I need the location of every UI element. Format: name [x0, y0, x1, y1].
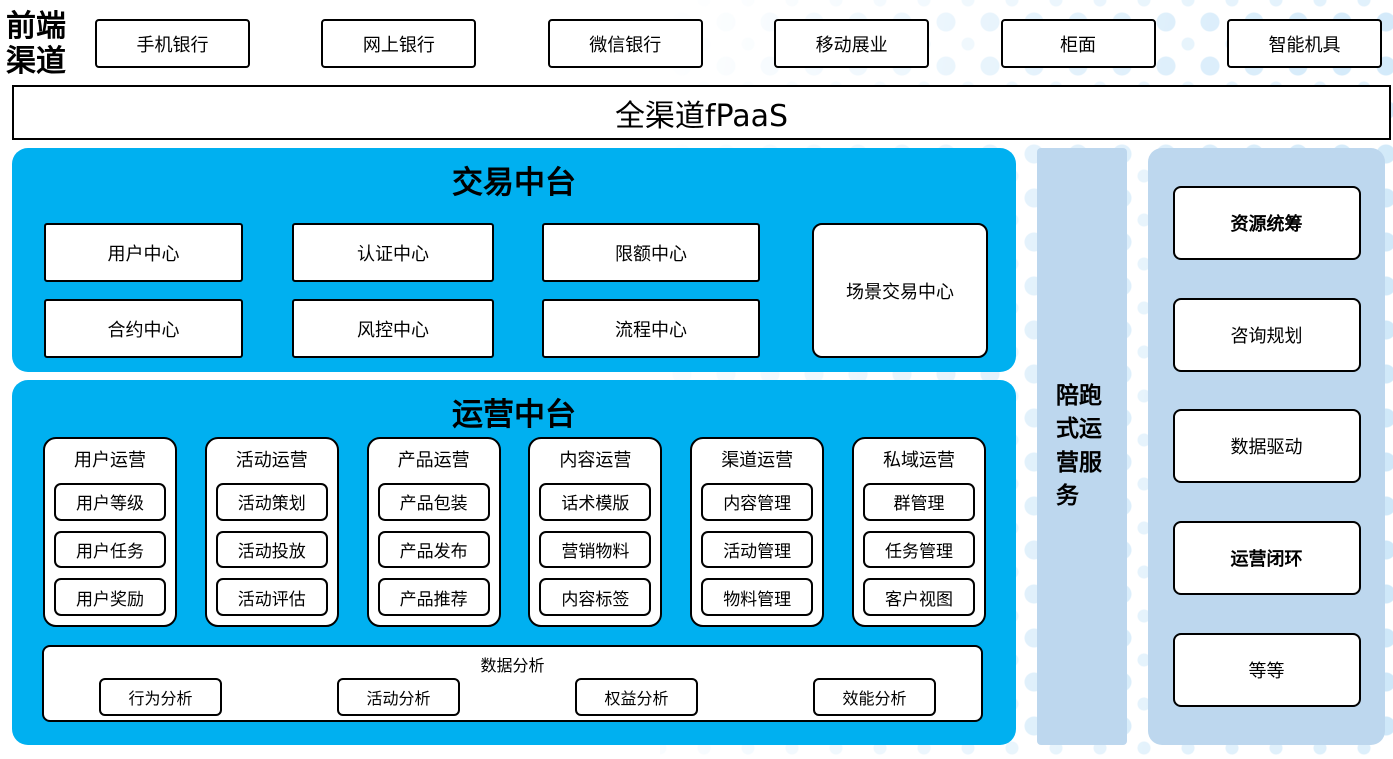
- data-analysis-container: 数据分析 行为分析 活动分析 权益分析 效能分析: [42, 645, 983, 722]
- accompanying-operation-service-label: 陪跑式运营服务: [1056, 382, 1102, 509]
- frontend-channel-row: 手机银行 网上银行 微信银行 移动展业 柜面 智能机具: [95, 19, 1382, 68]
- group-item: 用户奖励: [54, 578, 166, 617]
- analysis-item-efficiency: 效能分析: [813, 678, 936, 716]
- operation-groups-row: 用户运营 用户等级 用户任务 用户奖励 活动运营 活动策划 活动投放 活动评估 …: [43, 437, 986, 627]
- group-item: 物料管理: [701, 578, 814, 617]
- auth-center-box: 认证中心: [292, 223, 494, 282]
- group-item: 营销物料: [539, 530, 652, 569]
- frontend-channels-label: 前端渠道: [6, 9, 66, 80]
- group-product-operation: 产品运营 产品包装 产品发布 产品推荐: [366, 437, 501, 627]
- data-analysis-title: 数据分析: [480, 656, 545, 675]
- service-box-resource-coordination: 资源统筹: [1172, 185, 1361, 260]
- group-item: 客户视图: [862, 578, 975, 617]
- channel-box-counter: 柜面: [1000, 19, 1156, 68]
- channel-box-mobile-banking: 手机银行: [95, 19, 250, 68]
- limit-center-box: 限额中心: [542, 223, 760, 282]
- group-item: 群管理: [862, 482, 975, 521]
- group-item: 话术模版: [539, 482, 652, 521]
- group-title: 产品运营: [397, 450, 470, 472]
- group-item: 活动投放: [215, 530, 328, 569]
- group-private-domain-operation: 私域运营 群管理 任务管理 客户视图: [851, 437, 986, 627]
- group-item: 产品推荐: [377, 578, 490, 617]
- group-item: 活动管理: [701, 530, 814, 569]
- group-title: 活动运营: [235, 450, 308, 472]
- group-title: 用户运营: [74, 450, 146, 472]
- operation-platform-title: 运营中台: [452, 397, 576, 433]
- channel-box-smart-devices: 智能机具: [1226, 19, 1382, 68]
- user-center-box: 用户中心: [44, 223, 243, 282]
- group-item: 产品发布: [377, 530, 490, 569]
- analysis-item-rights: 权益分析: [575, 678, 698, 716]
- analysis-item-activity: 活动分析: [337, 678, 460, 716]
- group-title: 私域运营: [882, 450, 955, 472]
- analysis-item-behavior: 行为分析: [99, 678, 222, 716]
- group-item: 用户等级: [54, 482, 166, 521]
- data-analysis-items: 行为分析 活动分析 权益分析 效能分析: [99, 678, 936, 716]
- service-capability-panel: 资源统筹 咨询规划 数据驱动 运营闭环 等等: [1148, 148, 1385, 745]
- group-title: 渠道运营: [721, 450, 794, 472]
- scenario-transaction-center-box: 场景交易中心: [812, 223, 988, 358]
- channel-box-mobile-marketing: 移动展业: [774, 19, 930, 68]
- contract-center-box: 合约中心: [44, 299, 243, 358]
- service-box-etc: 等等: [1172, 633, 1361, 708]
- channel-box-online-banking: 网上银行: [321, 19, 477, 68]
- risk-center-box: 风控中心: [292, 299, 494, 358]
- group-content-operation: 内容运营 话术模版 营销物料 内容标签: [528, 437, 663, 627]
- group-item: 内容标签: [539, 578, 652, 617]
- group-item: 活动策划: [215, 482, 328, 521]
- group-title: 内容运营: [559, 450, 632, 472]
- transaction-platform-panel: 交易中台 用户中心 认证中心 限额中心 合约中心 风控中心 流程中心 场景交易中…: [12, 148, 1016, 372]
- group-activity-operation: 活动运营 活动策划 活动投放 活动评估: [204, 437, 339, 627]
- accompanying-operation-service-bar: 陪跑式运营服务: [1037, 148, 1127, 745]
- group-item: 内容管理: [701, 482, 814, 521]
- process-center-box: 流程中心: [542, 299, 760, 358]
- group-item: 活动评估: [215, 578, 328, 617]
- group-user-operation: 用户运营 用户等级 用户任务 用户奖励: [43, 437, 177, 627]
- group-channel-operation: 渠道运营 内容管理 活动管理 物料管理: [690, 437, 825, 627]
- service-box-consulting-planning: 咨询规划: [1172, 297, 1361, 372]
- channel-box-wechat-banking: 微信银行: [547, 19, 703, 68]
- omnichannel-fpaas-bar: 全渠道fPaaS: [12, 85, 1391, 140]
- group-item: 任务管理: [862, 530, 975, 569]
- service-box-operation-loop: 运营闭环: [1172, 521, 1361, 596]
- service-box-data-driven: 数据驱动: [1172, 409, 1361, 484]
- operation-platform-panel: 运营中台 用户运营 用户等级 用户任务 用户奖励 活动运营 活动策划 活动投放 …: [12, 380, 1016, 745]
- group-item: 用户任务: [54, 530, 166, 569]
- group-item: 产品包装: [377, 482, 490, 521]
- transaction-platform-title: 交易中台: [452, 165, 576, 201]
